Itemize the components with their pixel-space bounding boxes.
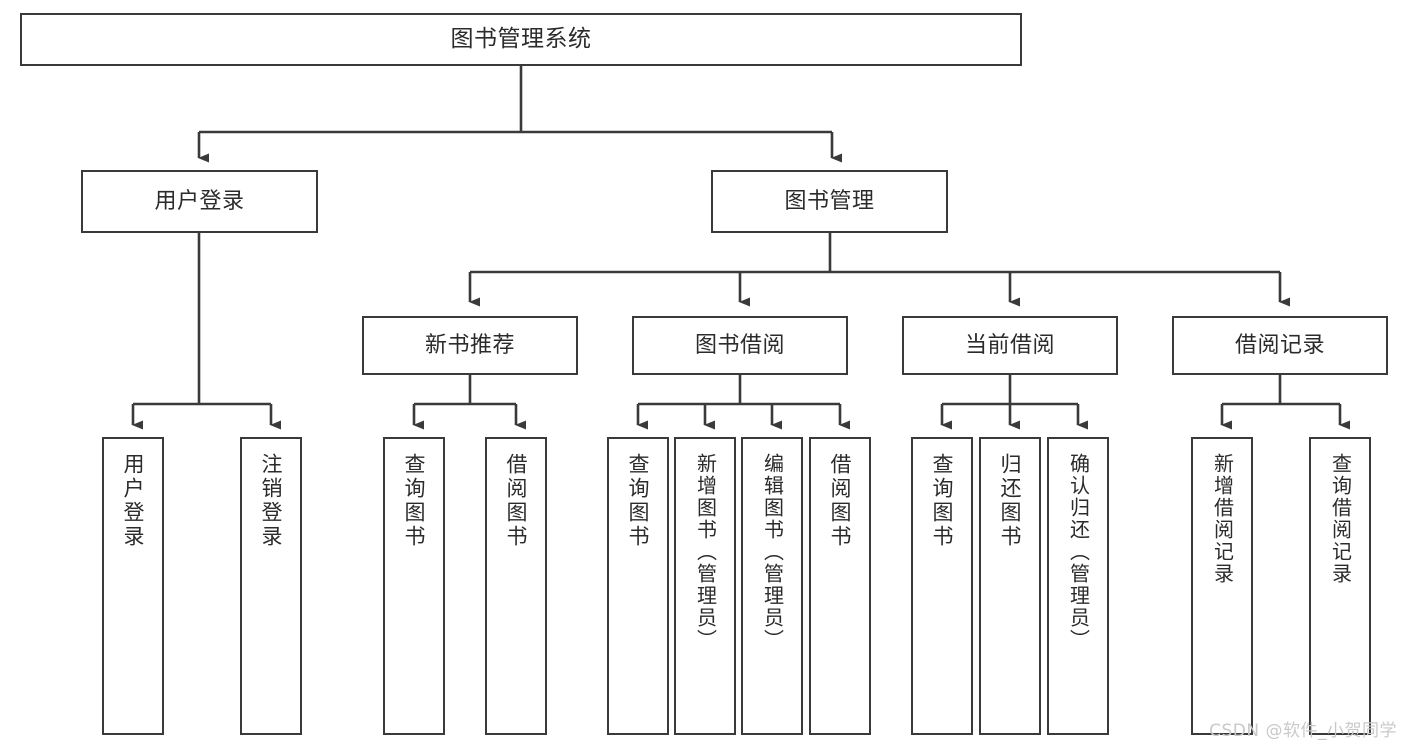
leaf-confirm-return-admin[interactable]: 确认归还（管理员） xyxy=(1047,437,1109,735)
node-borrow-record[interactable]: 借阅记录 xyxy=(1172,316,1388,375)
node-label: 查询图书 xyxy=(402,453,427,549)
node-label: 用户登录 xyxy=(154,188,245,214)
node-label: 图书管理 xyxy=(784,188,875,214)
node-label: 借阅图书 xyxy=(828,453,853,549)
node-user-login[interactable]: 用户登录 xyxy=(81,170,318,233)
node-label: 当前借阅 xyxy=(964,332,1055,358)
node-label: 确认归还（管理员） xyxy=(1066,453,1091,651)
node-new-book-recommend[interactable]: 新书推荐 xyxy=(362,316,578,375)
node-root-system[interactable]: 图书管理系统 xyxy=(20,13,1022,66)
node-book-borrow[interactable]: 图书借阅 xyxy=(632,316,848,375)
node-label: 新书推荐 xyxy=(424,332,515,358)
leaf-query-book-borrow[interactable]: 查询图书 xyxy=(607,437,669,735)
node-label: 借阅图书 xyxy=(504,453,529,549)
leaf-return-book[interactable]: 归还图书 xyxy=(979,437,1041,735)
node-label: 注销登录 xyxy=(259,453,284,549)
node-label: 查询图书 xyxy=(626,453,651,549)
leaf-add-book-admin[interactable]: 新增图书（管理员） xyxy=(674,437,736,735)
leaf-user-logout[interactable]: 注销登录 xyxy=(240,437,302,735)
csdn-watermark: CSDN @软件_小贺同学 xyxy=(1209,721,1397,741)
leaf-query-borrow-record[interactable]: 查询借阅记录 xyxy=(1309,437,1371,735)
node-label: 图书借阅 xyxy=(694,332,785,358)
node-label: 查询图书 xyxy=(930,453,955,549)
leaf-borrow-book-recommend[interactable]: 借阅图书 xyxy=(485,437,547,735)
node-label: 新增图书（管理员） xyxy=(693,453,718,651)
node-current-borrow[interactable]: 当前借阅 xyxy=(902,316,1118,375)
node-book-manage[interactable]: 图书管理 xyxy=(711,170,948,233)
leaf-query-book-recommend[interactable]: 查询图书 xyxy=(383,437,445,735)
leaf-edit-book-admin[interactable]: 编辑图书（管理员） xyxy=(741,437,803,735)
node-label: 用户登录 xyxy=(121,453,146,549)
leaf-add-borrow-record[interactable]: 新增借阅记录 xyxy=(1191,437,1253,735)
node-label: 编辑图书（管理员） xyxy=(760,453,785,651)
node-label: 新增借阅记录 xyxy=(1210,453,1235,585)
node-label: 图书管理系统 xyxy=(450,25,592,52)
node-label: 归还图书 xyxy=(998,453,1023,549)
leaf-borrow-book[interactable]: 借阅图书 xyxy=(809,437,871,735)
node-label: 借阅记录 xyxy=(1234,332,1325,358)
node-label: 查询借阅记录 xyxy=(1328,453,1353,585)
leaf-user-login[interactable]: 用户登录 xyxy=(102,437,164,735)
leaf-query-book-current[interactable]: 查询图书 xyxy=(911,437,973,735)
